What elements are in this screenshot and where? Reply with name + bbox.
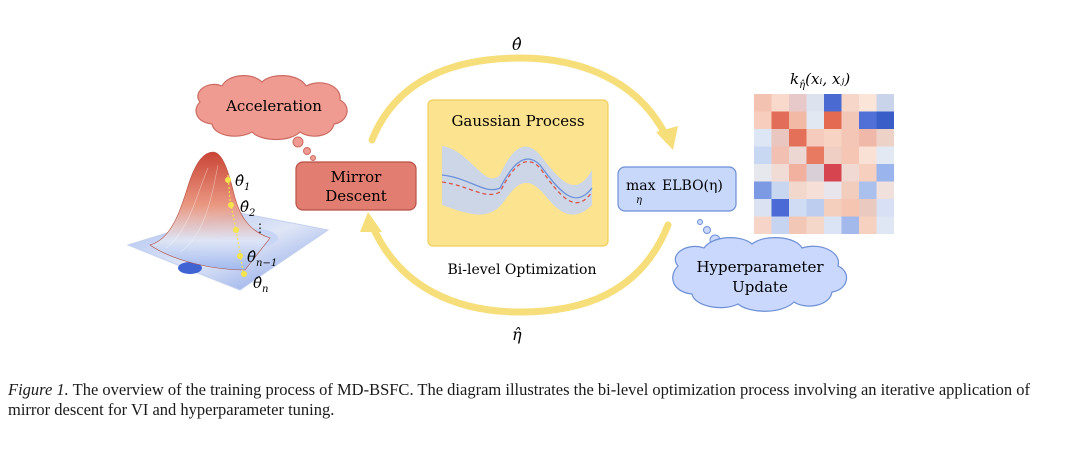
heatmap-cell (841, 216, 859, 234)
heatmap-cell (876, 164, 894, 182)
gp-title: Gaussian Process (451, 112, 584, 130)
heatmap-cell (806, 129, 824, 147)
heatmap-cell (824, 129, 842, 147)
top-cycle-arrow (368, 54, 678, 150)
heatmap-cell (841, 94, 859, 112)
heatmap-cell (876, 181, 894, 199)
iterate-1: θ̂1 (235, 172, 250, 193)
heatmap-cell (841, 199, 859, 217)
kernel-heatmap (754, 94, 894, 234)
heatmap-cell (806, 164, 824, 182)
caption-label: Figure 1. (8, 380, 69, 399)
heatmap-cell (859, 181, 877, 199)
bilevel-label: Bi-level Optimization (448, 262, 597, 278)
caption-text: The overview of the training process of … (8, 380, 1031, 419)
heatmap-cell (876, 129, 894, 147)
heatmap-cell (771, 216, 789, 234)
heatmap-cell (789, 199, 807, 217)
heatmap-cell (876, 111, 894, 129)
heatmap-cell (754, 129, 772, 147)
bottom-cycle-arrow (360, 212, 672, 316)
heatmap-cell (824, 164, 842, 182)
heatmap-cell (806, 94, 824, 112)
heatmap-cell (771, 129, 789, 147)
theta-hat-label: θ̂ (512, 35, 522, 54)
surface-plot (126, 151, 330, 291)
figure-caption: Figure 1. The overview of the training p… (8, 380, 1072, 420)
heatmap-cell (876, 94, 894, 112)
heatmap-cell (824, 181, 842, 199)
heatmap-cell (841, 181, 859, 199)
heatmap-cell (859, 129, 877, 147)
heatmap-cell (841, 164, 859, 182)
heatmap-cell (824, 111, 842, 129)
heatmap-cell (876, 199, 894, 217)
heatmap-cell (771, 111, 789, 129)
iterate-vdots: ⋮ (254, 221, 266, 235)
iterate-2: θ̂2 (240, 198, 255, 219)
heatmap-cell (859, 94, 877, 112)
iterate-labels: θ̂1 θ̂2 ⋮ θ̂n−1 θ̂n (235, 172, 277, 295)
svg-text:kη̂(xᵢ, xⱼ): kη̂(xᵢ, xⱼ) (790, 70, 850, 91)
heatmap-cell (789, 216, 807, 234)
heatmap-cell (754, 216, 772, 234)
heatmap-cell (754, 94, 772, 112)
elbo-max-sub: η (636, 195, 642, 206)
heatmap-cell (754, 111, 772, 129)
heatmap-cell (789, 181, 807, 199)
gaussian-process-panel: Gaussian Process Bi-level Optimization (427, 99, 609, 278)
heatmap-cell (824, 94, 842, 112)
mirror-descent-line2: Descent (325, 187, 387, 205)
heatmap-cell (859, 164, 877, 182)
heatmap-cell (754, 199, 772, 217)
hyperparameter-line1: Hyperparameter (696, 258, 824, 276)
eta-hat-label: η̂ (512, 325, 522, 344)
heatmap-cell (859, 146, 877, 164)
iterate-n: θ̂n (253, 274, 268, 295)
heatmap-cell (841, 111, 859, 129)
heatmap-cell (876, 146, 894, 164)
kernel-heatmap-title: kη̂(xᵢ, xⱼ) (790, 70, 850, 91)
heatmap-cell (841, 146, 859, 164)
heatmap-cell (789, 111, 807, 129)
heatmap-cell (754, 164, 772, 182)
heatmap-cell (859, 111, 877, 129)
heatmap-cell (841, 129, 859, 147)
heatmap-cell (771, 94, 789, 112)
heatmap-cell (806, 181, 824, 199)
heatmap-cell (754, 181, 772, 199)
heatmap-cell (824, 216, 842, 234)
heatmap-cell (806, 216, 824, 234)
mirror-descent-line1: Mirror (331, 168, 383, 186)
heatmap-cell (806, 146, 824, 164)
hyperparameter-line2: Update (732, 278, 788, 296)
acceleration-label: Acceleration (225, 97, 322, 115)
elbo-max: max (626, 178, 656, 194)
mirror-descent-box: Mirror Descent (295, 161, 417, 211)
heatmap-cell (754, 146, 772, 164)
heatmap-cell (859, 199, 877, 217)
heatmap-cell (789, 146, 807, 164)
iterate-n-minus-1: θ̂n−1 (247, 248, 277, 269)
heatmap-cell (771, 199, 789, 217)
heatmap-cell (789, 164, 807, 182)
elbo-expression: ELBO(η) (662, 178, 723, 194)
heatmap-cell (859, 216, 877, 234)
heatmap-cell (876, 216, 894, 234)
heatmap-cell (789, 129, 807, 147)
heatmap-cell (771, 164, 789, 182)
heatmap-cell (806, 111, 824, 129)
heatmap-cell (824, 146, 842, 164)
heatmap-cell (824, 199, 842, 217)
acceleration-cloud: Acceleration (195, 75, 348, 161)
heatmap-cell (771, 146, 789, 164)
heatmap-cell (806, 199, 824, 217)
heatmap-cell (771, 181, 789, 199)
elbo-box: max η ELBO(η) (617, 166, 737, 212)
heatmap-cell (789, 94, 807, 112)
hyperparameter-cloud: Hyperparameter Update (672, 219, 848, 312)
